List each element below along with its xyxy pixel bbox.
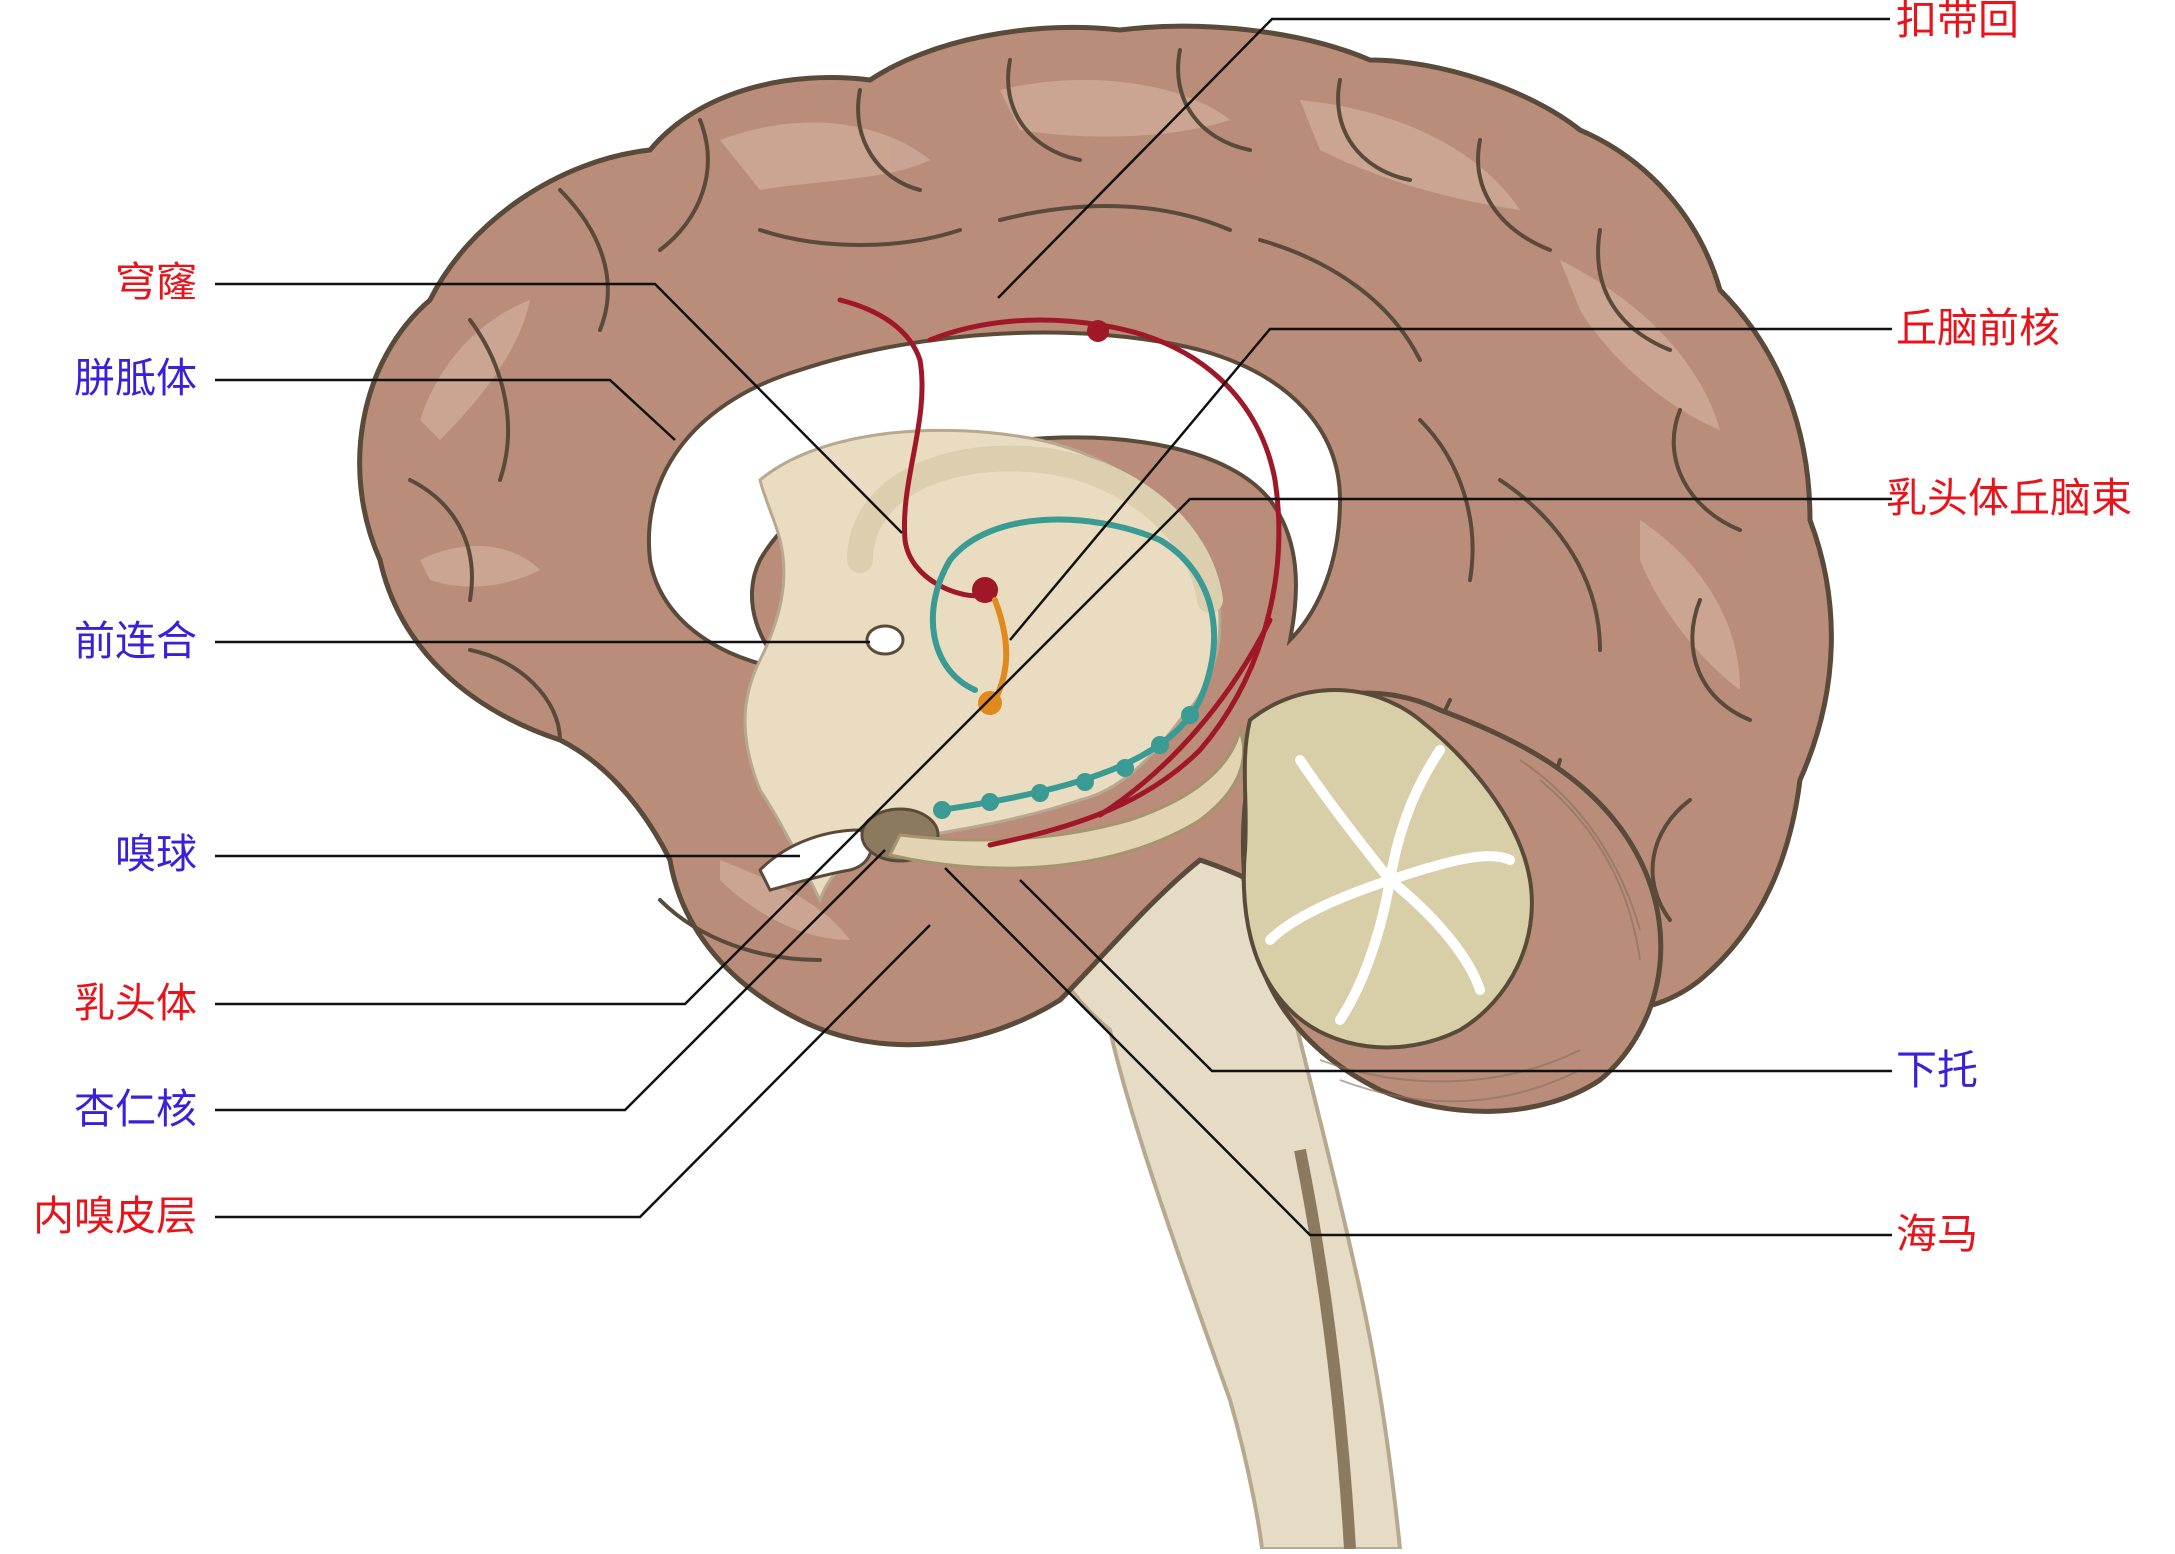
label-entorhinal-cortex: 内嗅皮层 <box>33 1196 197 1237</box>
label-subiculum: 下托 <box>1896 1050 1978 1091</box>
label-anterior-thalamic-nucleus: 丘脑前核 <box>1896 308 2060 349</box>
node-red-top <box>1087 320 1109 342</box>
label-cingulate-gyrus: 扣带回 <box>1896 0 2019 41</box>
label-amygdala: 杏仁核 <box>74 1089 197 1130</box>
label-mammillothalamic-tract: 乳头体丘脑束 <box>1886 478 2132 519</box>
label-olfactory-bulb: 嗅球 <box>115 834 197 875</box>
label-mammillary-body: 乳头体 <box>74 983 197 1024</box>
label-fornix: 穹窿 <box>115 262 197 303</box>
label-hippocampus: 海马 <box>1896 1214 1978 1255</box>
label-anterior-commissure: 前连合 <box>74 621 197 662</box>
anterior-commissure-shape <box>867 626 903 654</box>
label-corpus-callosum: 胼胝体 <box>74 358 197 399</box>
node-orange <box>978 691 1002 715</box>
